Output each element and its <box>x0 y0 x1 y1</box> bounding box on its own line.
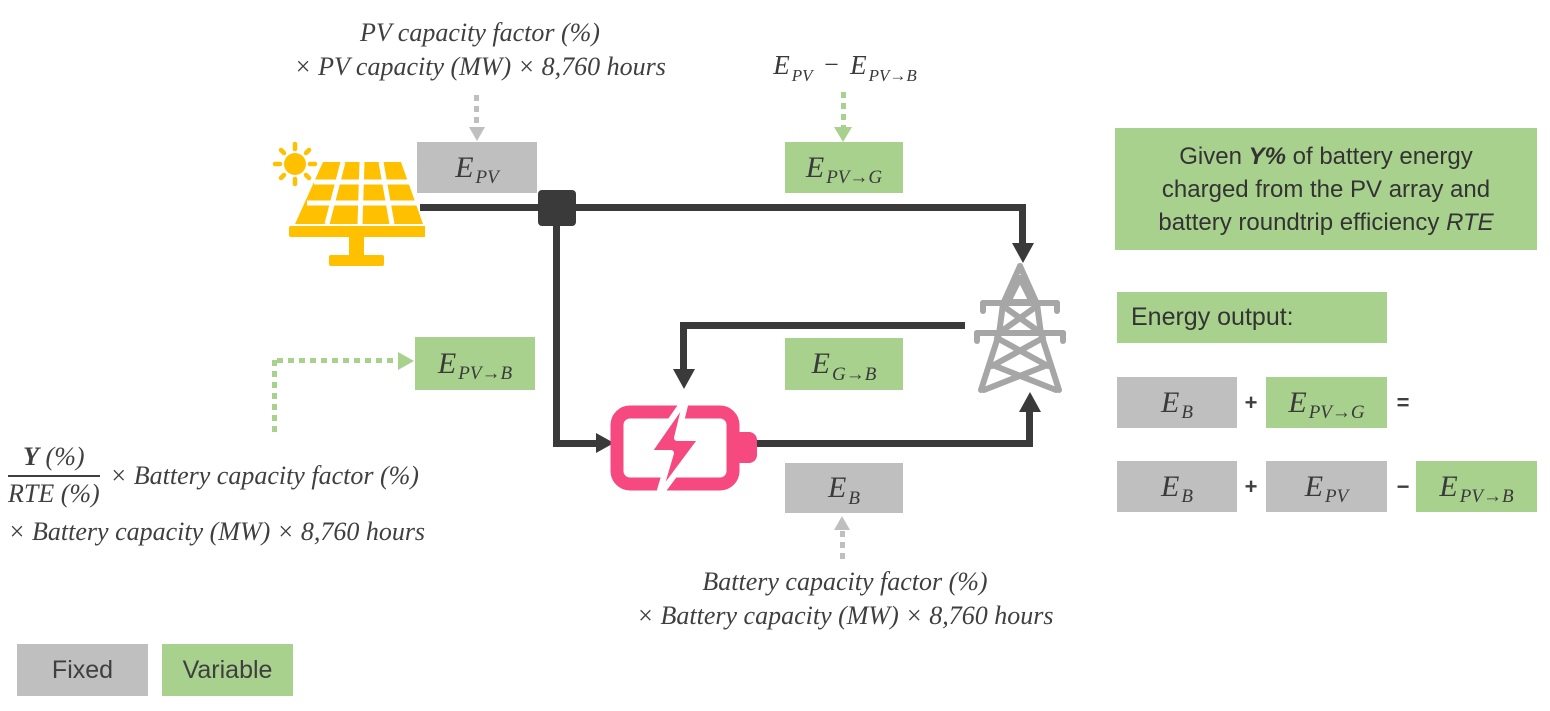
dotted-arrow-to-eb <box>840 531 845 561</box>
legend-variable: Variable <box>162 644 293 696</box>
annotation-lhs-sub: PV <box>791 65 813 85</box>
dotted-arrow-to-epvb-horizontal <box>277 358 398 363</box>
eq1-plus: + <box>1244 389 1258 415</box>
given-note-line1: Given Y% of battery energy <box>1179 142 1473 170</box>
eq1-e-pv-g-sub: PV→G <box>1308 402 1365 423</box>
arrow-into-grid-bottom <box>1019 392 1041 412</box>
e-g-b-sub: G→B <box>832 363 877 385</box>
battery-charge-formula-row1: Y (%) RTE (%) × Battery capacity factor … <box>8 442 568 509</box>
dotted-arrow-to-epvb-head <box>398 352 414 370</box>
eq2-e-pv-b-base: E <box>1439 469 1458 503</box>
e-b-sub: B <box>848 487 860 509</box>
fraction-numerator: Y (%) <box>8 442 100 477</box>
given-note-line3: battery roundtrip efficiency RTE <box>1158 208 1494 236</box>
given-note-box: Given Y% of battery energy charged from … <box>1115 128 1537 250</box>
e-pv-sub: PV <box>475 167 499 188</box>
line-pv-to-grid <box>420 204 1026 211</box>
eq2-e-pv-b-sub: PV→B <box>1459 486 1514 507</box>
line-battery-to-grid-v <box>1026 410 1033 447</box>
e-pv-b-sub: PV→B <box>458 363 513 384</box>
dotted-arrow-to-epvg-head <box>834 127 852 142</box>
pv-energy-formula-line1: PV capacity factor (%) <box>360 18 600 47</box>
battery-charging-icon <box>608 394 760 500</box>
line-battery-to-grid-h <box>757 440 1033 447</box>
dotted-arrow-to-eb-head <box>834 516 850 530</box>
arrow-into-grid-top <box>1012 243 1034 263</box>
battery-energy-formula: Battery capacity factor (%) × Battery ca… <box>590 565 1100 633</box>
dotted-arrow-to-epvb-vertical <box>272 360 277 434</box>
energy-output-label: Energy output: <box>1131 303 1294 331</box>
legend-variable-label: Variable <box>182 655 273 684</box>
eq2-e-b-sub: B <box>1181 486 1193 507</box>
annotation-rhs-base: E <box>850 49 867 80</box>
annotation-rhs-sub: PV→B <box>868 65 917 85</box>
eq2-minus: − <box>1396 473 1410 499</box>
eq1-e-b-sub: B <box>1181 402 1193 423</box>
eq2-plus: + <box>1244 473 1258 499</box>
y-rte-fraction: Y (%) RTE (%) <box>8 442 100 509</box>
e-pv-base: E <box>455 150 474 184</box>
legend-fixed: Fixed <box>17 644 148 696</box>
e-pv-b-base: E <box>437 346 457 380</box>
given-note-line2: charged from the PV array and <box>1161 175 1491 203</box>
line-pv-to-battery-v <box>553 208 560 447</box>
solar-panel-icon <box>265 140 427 268</box>
annotation-minus: − <box>822 50 841 79</box>
fraction-denominator: RTE (%) <box>8 479 100 508</box>
e-pv-g-sub: PV→G <box>826 167 883 188</box>
battery-charge-formula-line2: × Battery capacity (MW) × 8,760 hours <box>8 517 426 546</box>
line-pv-to-battery-h <box>553 440 596 447</box>
eq1-e-b-base: E <box>1161 385 1180 419</box>
battery-charge-factor: × Battery capacity factor (%) <box>109 460 419 490</box>
eq2-e-pv-base: E <box>1304 469 1324 503</box>
energy-output-label-box: Energy output: <box>1117 292 1387 343</box>
eq2-e-b-base: E <box>1161 469 1180 503</box>
battery-energy-formula-line2: × Battery capacity (MW) × 8,760 hours <box>636 601 1054 630</box>
e-b-base: E <box>828 471 847 504</box>
eq2-e-pv-sub: PV <box>1325 486 1349 507</box>
dotted-arrow-to-epv <box>474 95 479 128</box>
pv-energy-formula: PV capacity factor (%) × PV capacity (MW… <box>235 16 725 84</box>
legend-fixed-label: Fixed <box>51 655 114 684</box>
transmission-tower-icon <box>972 262 1068 394</box>
e-g-b-base: E <box>811 347 830 380</box>
annotation-lhs-base: E <box>773 49 790 80</box>
eq1-equals: = <box>1396 389 1410 415</box>
dotted-arrow-to-epv-head <box>469 127 485 141</box>
arrow-into-battery-left <box>596 433 614 453</box>
battery-charge-formula: Y (%) RTE (%) × Battery capacity factor … <box>8 442 568 549</box>
line-grid-to-battery-v <box>680 322 687 370</box>
dotted-arrow-to-epvg <box>841 92 846 127</box>
line-grid-to-battery-h <box>680 322 965 329</box>
line-pv-to-grid-drop <box>1019 208 1026 244</box>
arrow-into-battery-top <box>673 369 695 389</box>
eq1-e-pv-g-base: E <box>1288 385 1307 419</box>
battery-energy-formula-line1: Battery capacity factor (%) <box>702 567 988 596</box>
pv-energy-formula-line2: × PV capacity (MW) × 8,760 hours <box>294 52 666 81</box>
e-pv-g-base: E <box>805 150 825 184</box>
